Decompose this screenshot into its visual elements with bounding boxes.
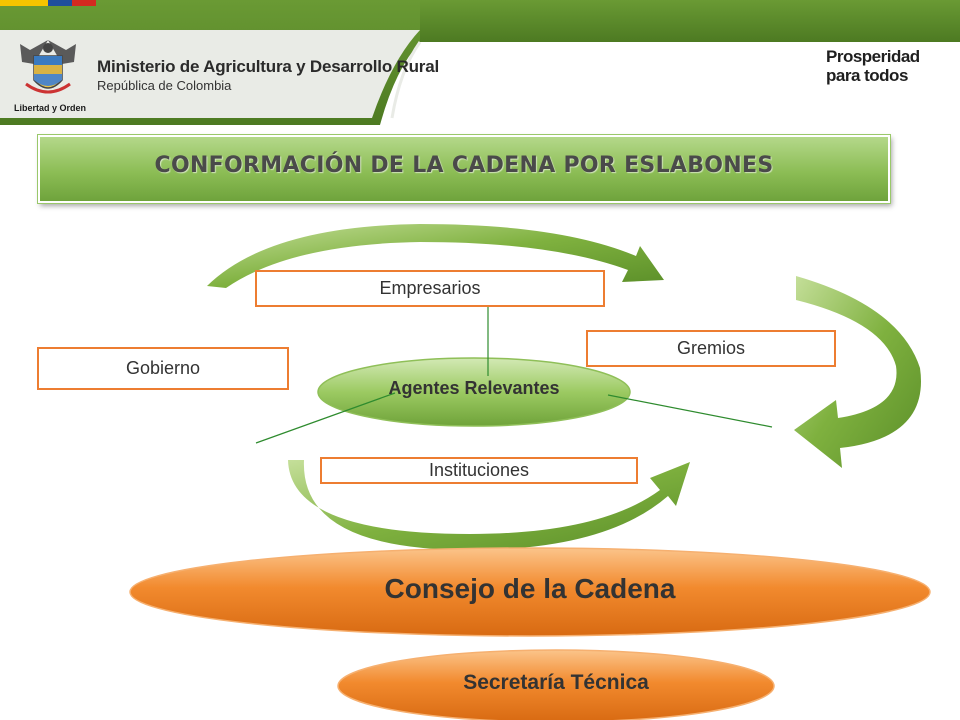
agentes-ellipse: [317, 357, 631, 427]
consejo-label: Consejo de la Cadena: [384, 573, 676, 604]
motto-text: Libertad y Orden: [14, 103, 87, 113]
consejo-ellipse: [129, 547, 931, 637]
brand-line-2: para todos: [826, 66, 908, 85]
cycle-arrow-bottom: [288, 460, 690, 550]
cycle-arrow-top: [207, 224, 664, 288]
agentes-label: Agentes Relevantes: [388, 378, 560, 398]
box-empresarios: Empresarios: [255, 270, 605, 307]
brand-logo: Prosperidad para todos: [826, 47, 936, 85]
secretaria-label: Secretaría Técnica: [463, 671, 649, 694]
header: Libertad y Orden Ministerio de Agricultu…: [0, 0, 960, 125]
brand-line-1: Prosperidad: [826, 47, 920, 66]
section-banner: CONFORMACIÓN DE LA CADENA POR ESLABONES: [38, 135, 890, 203]
box-instituciones: Instituciones: [320, 457, 638, 484]
banner-title: CONFORMACIÓN DE LA CADENA POR ESLABONES: [154, 153, 774, 178]
box-gremios: Gremios: [586, 330, 836, 367]
coat-of-arms-icon: [20, 40, 76, 94]
cycle-arrow-right: [794, 276, 921, 468]
ministry-title: Ministerio de Agricultura y Desarrollo R…: [97, 57, 439, 76]
connector-gremios: [607, 394, 773, 428]
header-background: [0, 0, 960, 125]
republic-subtitle: República de Colombia: [97, 78, 232, 93]
brand-flag-stripe: [0, 0, 96, 6]
box-gobierno: Gobierno: [37, 347, 289, 390]
secretaria-ellipse: [337, 649, 775, 720]
connector-gobierno: [255, 392, 396, 444]
